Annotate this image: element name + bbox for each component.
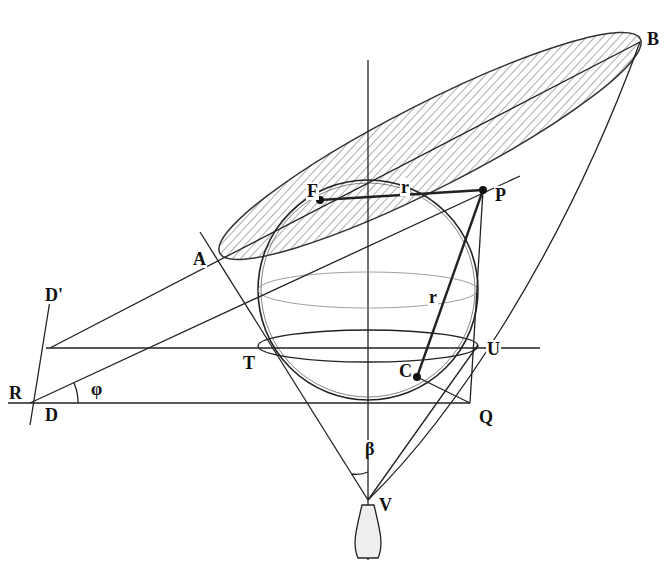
point-label: P (494, 186, 507, 204)
point-label: U (486, 340, 501, 358)
point-label: B (646, 30, 660, 48)
point-label: C (398, 362, 413, 380)
point-label: β (364, 440, 375, 458)
point-label: F (306, 182, 319, 200)
point-label: r (428, 288, 438, 306)
point-label: T (242, 354, 256, 372)
point-label: A (192, 250, 207, 268)
point-label: r (400, 178, 410, 196)
point-label: D' (44, 286, 64, 304)
point-label: V (378, 496, 393, 514)
point-label: R (8, 384, 23, 402)
point-label: Q (478, 408, 494, 426)
point-label: D (44, 406, 59, 424)
point-label: φ (90, 380, 103, 398)
